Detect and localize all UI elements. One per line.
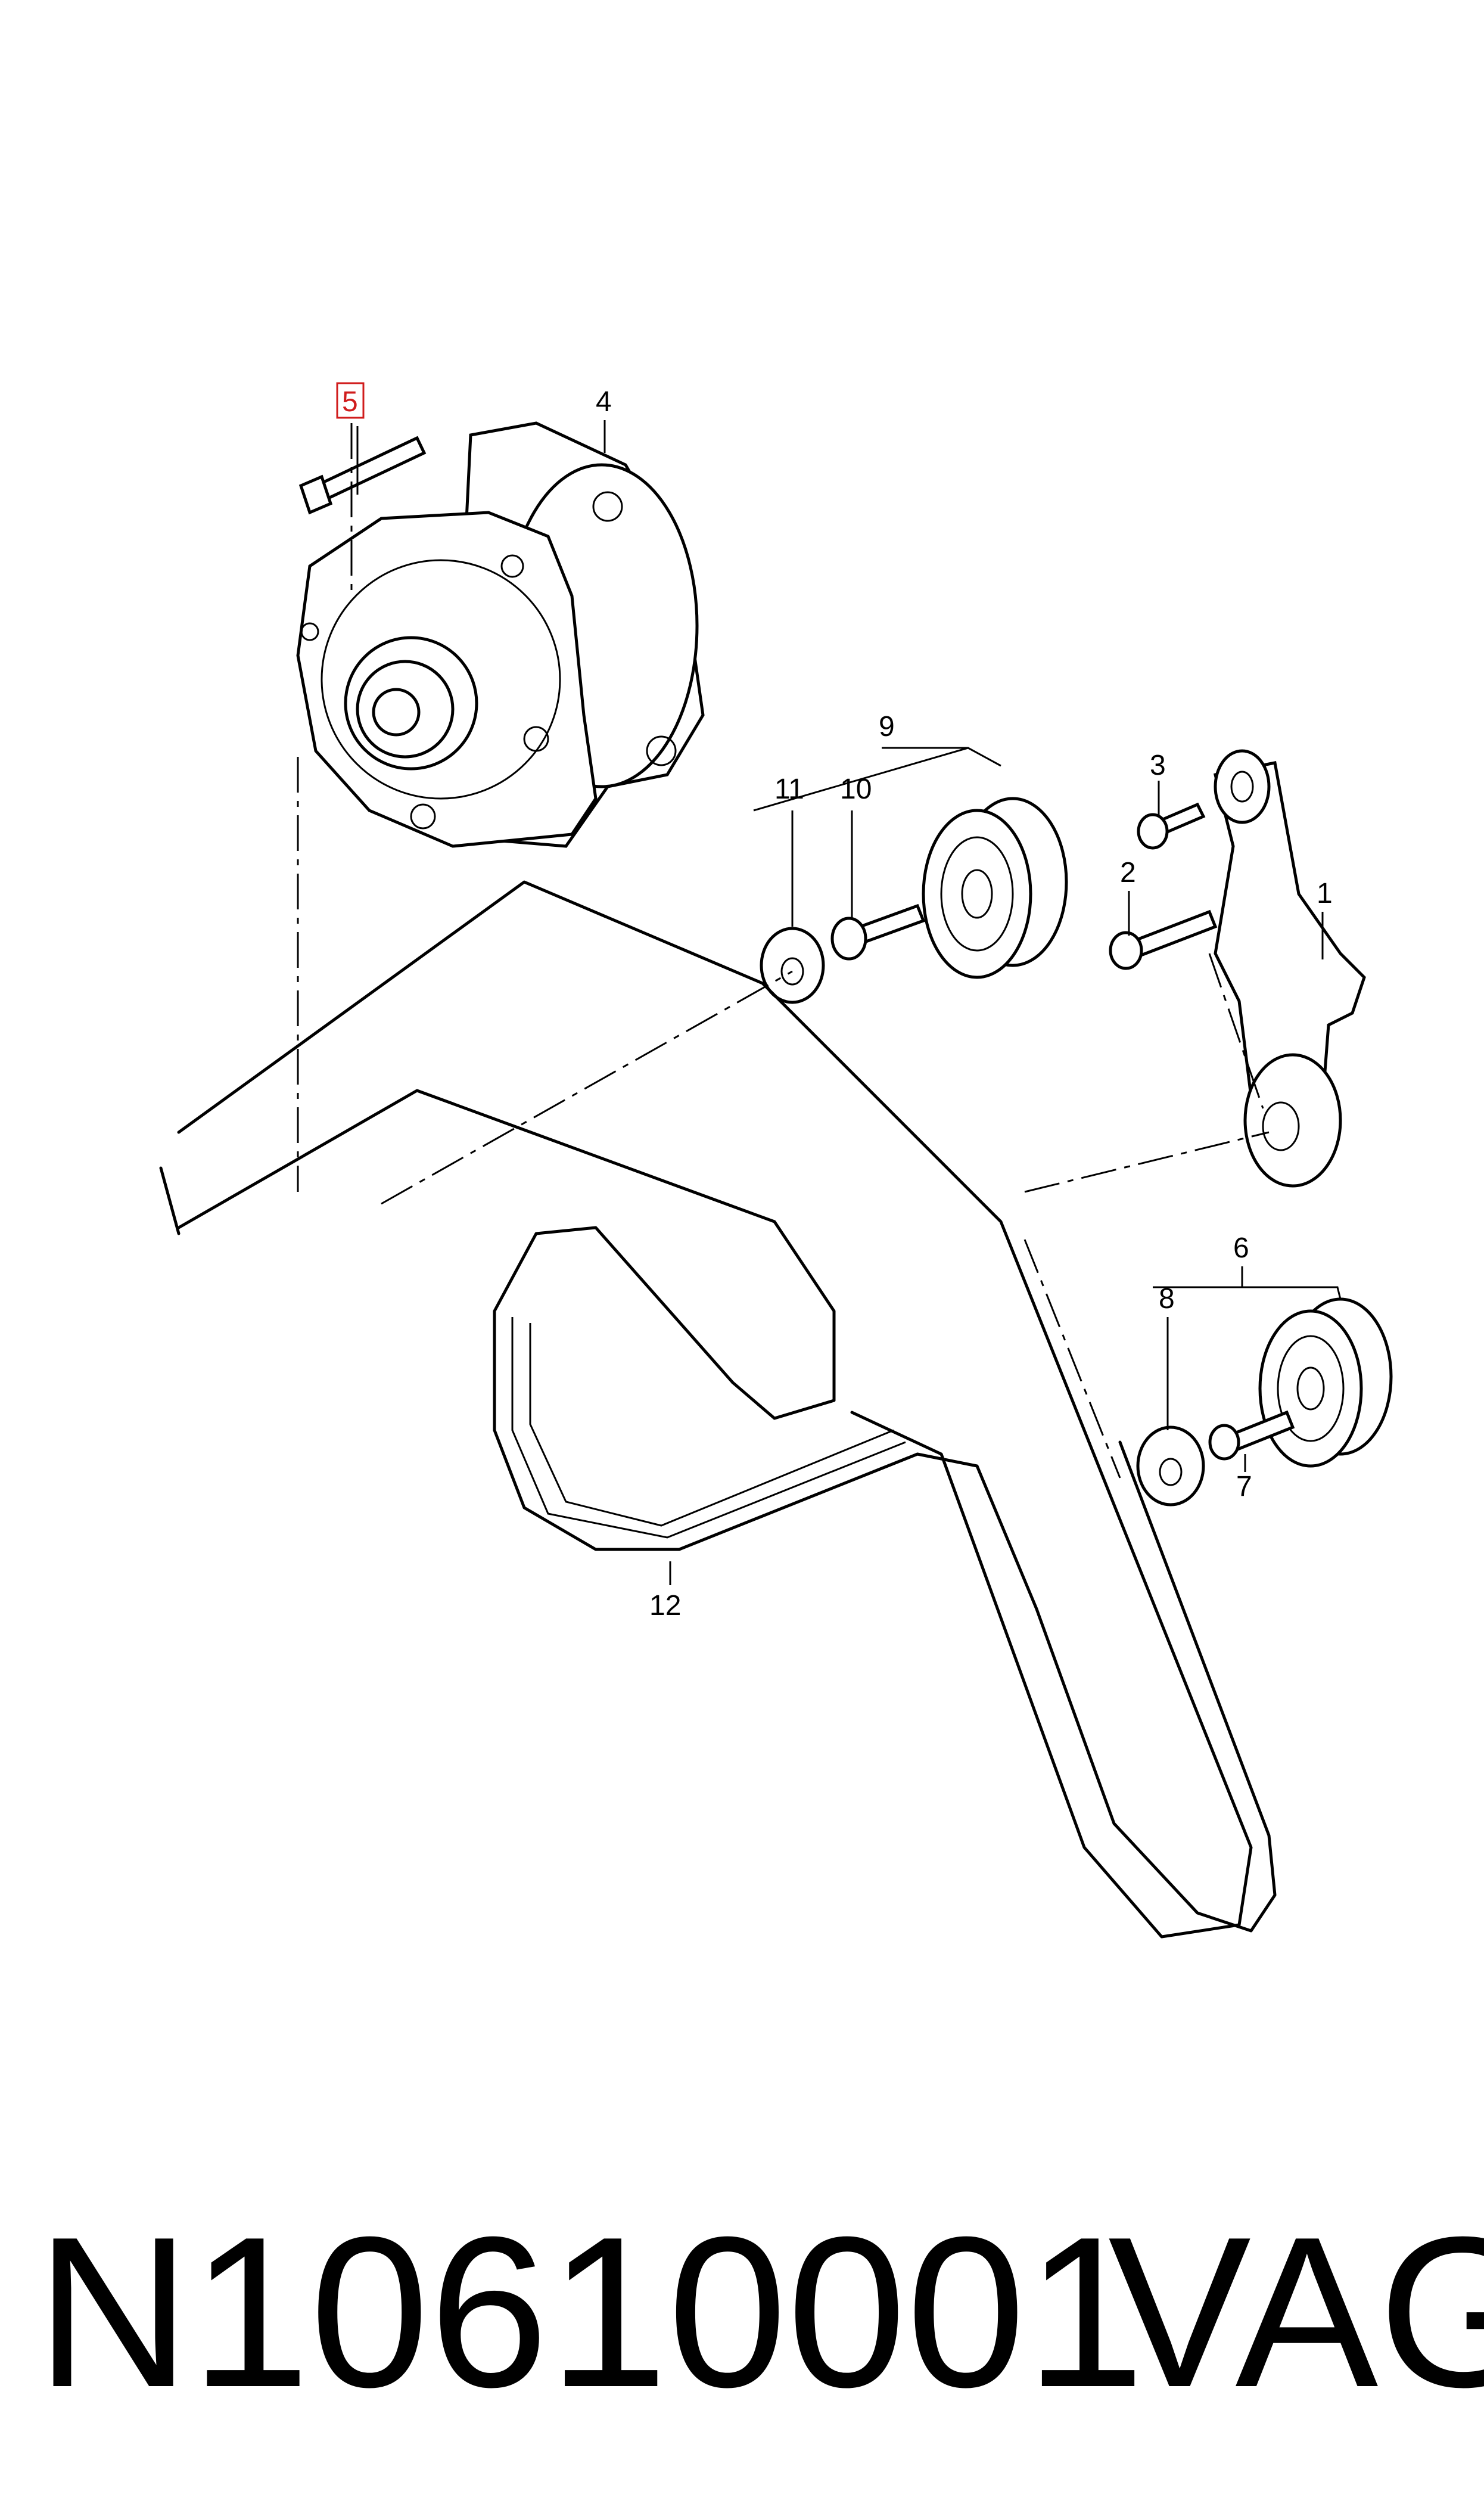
alternator xyxy=(296,421,705,848)
callout-11: 11 xyxy=(774,774,804,805)
callout-12: 12 xyxy=(649,1590,681,1622)
callout-labels: 5 4 9 11 10 3 2 1 6 8 7 12 xyxy=(336,382,1333,1622)
bolt-2 xyxy=(1109,909,1218,970)
callout-8: 8 xyxy=(1159,1283,1175,1315)
callout-3: 3 xyxy=(1150,750,1166,781)
idler-pulley-6 xyxy=(1258,1297,1393,1468)
leader-lines xyxy=(356,420,1342,1585)
alternator-bolt xyxy=(298,436,427,515)
callout-5: 5 xyxy=(342,386,358,418)
idler-pulley-9 xyxy=(922,797,1068,979)
callout-1: 1 xyxy=(1317,878,1333,909)
centre-lines xyxy=(297,423,1270,1479)
part-number: N10610001 xyxy=(36,2192,1145,2432)
belt-12 xyxy=(493,1226,1277,1933)
callout-9: 9 xyxy=(879,711,895,743)
callout-10: 10 xyxy=(840,774,872,805)
callout-4: 4 xyxy=(596,386,612,418)
bolt-7 xyxy=(1208,1410,1295,1461)
callout-5-highlight-box xyxy=(336,382,365,419)
cap-11 xyxy=(760,927,825,1004)
tensioner-1 xyxy=(1213,749,1366,1188)
callout-2: 2 xyxy=(1120,857,1136,889)
brand-label: VAG xyxy=(1108,2192,1484,2432)
callout-6: 6 xyxy=(1233,1232,1249,1264)
bolt-10 xyxy=(830,903,926,961)
callout-7: 7 xyxy=(1236,1471,1252,1502)
cap-8 xyxy=(1136,1425,1205,1507)
belt-upper xyxy=(159,880,1253,1939)
bolt-3 xyxy=(1137,802,1206,850)
